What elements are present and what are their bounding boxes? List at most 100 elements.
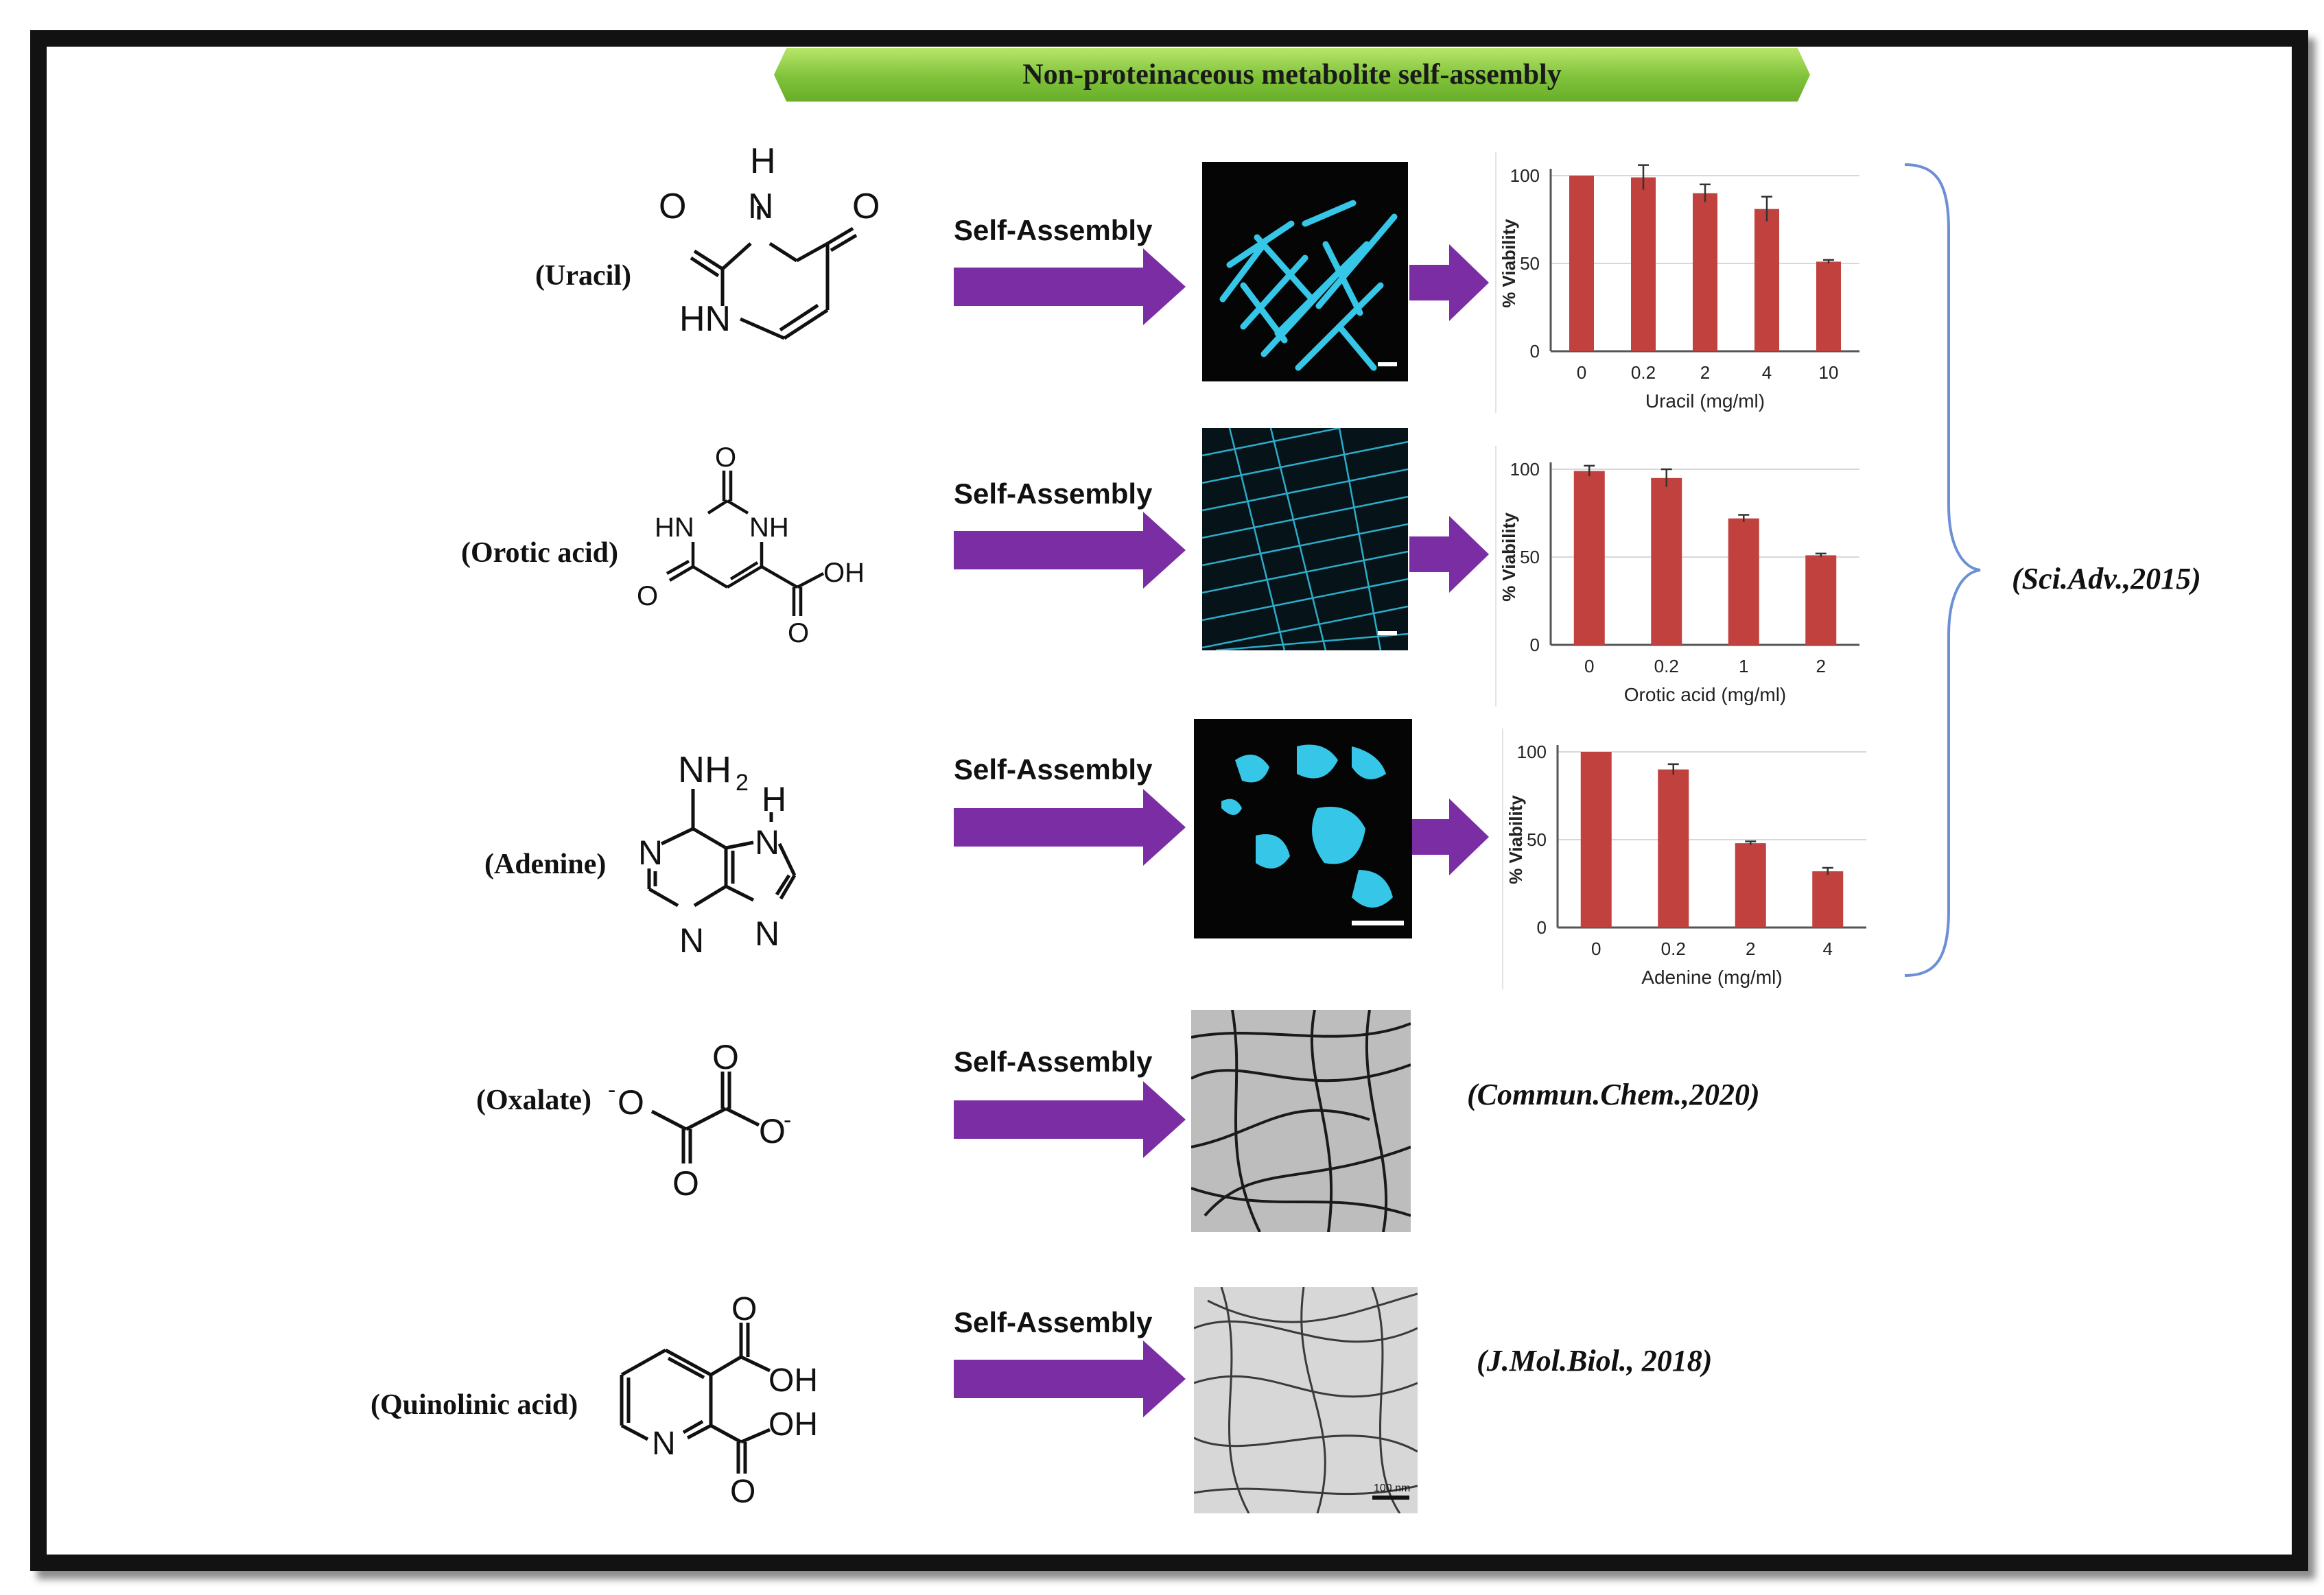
y-tick-label: 0: [1530, 341, 1540, 362]
error-bar: [1738, 514, 1750, 522]
oxalate-atom-o-bottom: O: [672, 1164, 699, 1203]
bar-4: [1754, 209, 1779, 351]
molecule-label-adenine: (Adenine): [484, 849, 607, 880]
self-assembly-label-quinolinic-acid: Self-Assembly: [954, 1306, 1153, 1338]
bar-0: [1573, 471, 1605, 645]
x-tick-label: 0: [1584, 656, 1594, 676]
orotic-atom-o-top: O: [715, 442, 736, 473]
bar-2: [1693, 193, 1717, 351]
uracil-atom-o-right: O: [852, 187, 880, 226]
x-tick-label: 2: [1700, 362, 1710, 383]
oxalate-charge-right: -: [784, 1107, 791, 1133]
uracil-atom-n: N: [748, 187, 774, 226]
quinolinic-atom-n: N: [652, 1426, 676, 1462]
y-tick-label: 100: [1510, 165, 1540, 186]
arrow-right-icon: [1409, 516, 1489, 593]
adenine-atom-n-left: N: [638, 834, 663, 872]
y-axis-label: % Viability: [1499, 219, 1519, 308]
x-axis-label: Orotic acid (mg/ml): [1624, 684, 1786, 705]
x-tick-label: 4: [1762, 362, 1772, 383]
arrow-right-icon: [1409, 799, 1489, 875]
orotic-atom-o-left: O: [637, 581, 658, 611]
micrograph-oxalate: [1191, 1010, 1411, 1232]
micrograph-quinolinic-acid: 100 nm: [1194, 1287, 1418, 1513]
error-bar: [1638, 164, 1649, 190]
self-assembly-label-uracil: Self-Assembly: [954, 214, 1153, 246]
x-tick-label: 2: [1816, 656, 1826, 676]
error-bar: [1745, 840, 1757, 845]
bar-0.2: [1631, 177, 1656, 351]
y-tick-label: 50: [1527, 829, 1547, 850]
bracket-brace: [1904, 163, 1981, 977]
x-tick-label: 0.2: [1631, 362, 1656, 383]
y-tick-label: 0: [1537, 917, 1547, 938]
reference-j-mol-biol: (J.Mol.Biol., 2018): [1477, 1344, 1713, 1378]
x-tick-label: 0: [1591, 938, 1601, 959]
error-bar: [1815, 552, 1827, 557]
adenine-atom-n-imidazole-top: N: [755, 823, 779, 862]
bar-4: [1812, 871, 1844, 928]
adenine-atom-nh: NH: [678, 749, 731, 790]
figure-title: Non-proteinaceous metabolite self-assemb…: [1022, 59, 1562, 91]
micrograph-scale-label: 100 nm: [1374, 1482, 1410, 1494]
reference-sci-adv: (Sci.Adv.,2015): [2012, 562, 2201, 595]
micrograph-uracil: [1202, 162, 1408, 381]
y-tick-label: 100: [1510, 459, 1540, 480]
error-bar: [1700, 183, 1711, 202]
micrograph-orotic-acid: [1202, 428, 1408, 650]
orotic-atom-hn: HN: [655, 512, 694, 543]
arrow-right-icon: [954, 1081, 1186, 1158]
x-tick-label: 0.2: [1654, 656, 1679, 676]
arrow-right-icon: [954, 1340, 1186, 1417]
orotic-atom-o-bottom: O: [788, 618, 809, 648]
error-bar: [1761, 196, 1772, 222]
uracil-structure: H N O O HN: [659, 141, 880, 340]
self-assembly-label-adenine: Self-Assembly: [954, 753, 1153, 785]
y-axis-label: % Viability: [1505, 795, 1526, 884]
oxalate-structure: - O O O O -: [608, 1038, 791, 1203]
orotic-atom-oh: OH: [823, 558, 865, 588]
error-bar: [1822, 866, 1833, 875]
oxalate-charge-left: -: [608, 1077, 615, 1103]
quinolinic-atom-o-top: O: [731, 1291, 757, 1327]
error-bar: [1823, 259, 1834, 263]
arrow-right-icon: [954, 512, 1186, 589]
arrow-right-icon: [954, 789, 1186, 866]
x-tick-label: 10: [1819, 362, 1839, 383]
uracil-atom-hn: HN: [679, 299, 731, 339]
oxalate-atom-o-right: O: [759, 1112, 786, 1150]
bar-0.2: [1651, 477, 1682, 645]
error-bar: [1584, 464, 1595, 477]
quinolinic-atom-o-bottom: O: [730, 1474, 755, 1510]
arrow-right-icon: [954, 248, 1186, 325]
adenine-structure: NH 2 H N N N N: [638, 749, 797, 960]
error-bar: [1660, 468, 1672, 487]
x-tick-label: 0: [1577, 362, 1586, 383]
orotic-atom-nh: NH: [749, 512, 789, 543]
adenine-atom-n-bottom: N: [679, 921, 704, 960]
y-axis-label: % Viability: [1499, 512, 1519, 602]
arrow-right-icon: [1409, 244, 1489, 321]
reference-commun-chem: (Commun.Chem.,2020): [1467, 1078, 1760, 1111]
molecule-label-oxalate: (Oxalate): [476, 1085, 591, 1116]
uracil-atom-o-left: O: [659, 187, 686, 226]
quinolinic-atom-oh-bottom: OH: [768, 1406, 818, 1443]
x-tick-label: 4: [1823, 938, 1833, 959]
uracil-atom-h: H: [750, 141, 776, 181]
title-banner: Non-proteinaceous metabolite self-assemb…: [774, 48, 1810, 102]
molecule-label-quinolinic-acid: (Quinolinic acid): [371, 1389, 578, 1421]
self-assembly-label-oxalate: Self-Assembly: [954, 1045, 1153, 1078]
self-assembly-label-orotic-acid: Self-Assembly: [954, 477, 1153, 510]
x-axis-label: Uracil (mg/ml): [1645, 390, 1765, 412]
y-tick-label: 50: [1520, 253, 1540, 274]
bar-2: [1805, 555, 1837, 645]
x-tick-label: 2: [1746, 938, 1755, 959]
oxalate-atom-o-top: O: [712, 1038, 739, 1076]
y-tick-label: 0: [1530, 635, 1540, 655]
adenine-atom-subscript-2: 2: [736, 770, 749, 796]
micrograph-adenine: [1194, 719, 1412, 938]
bar-0: [1569, 176, 1594, 351]
